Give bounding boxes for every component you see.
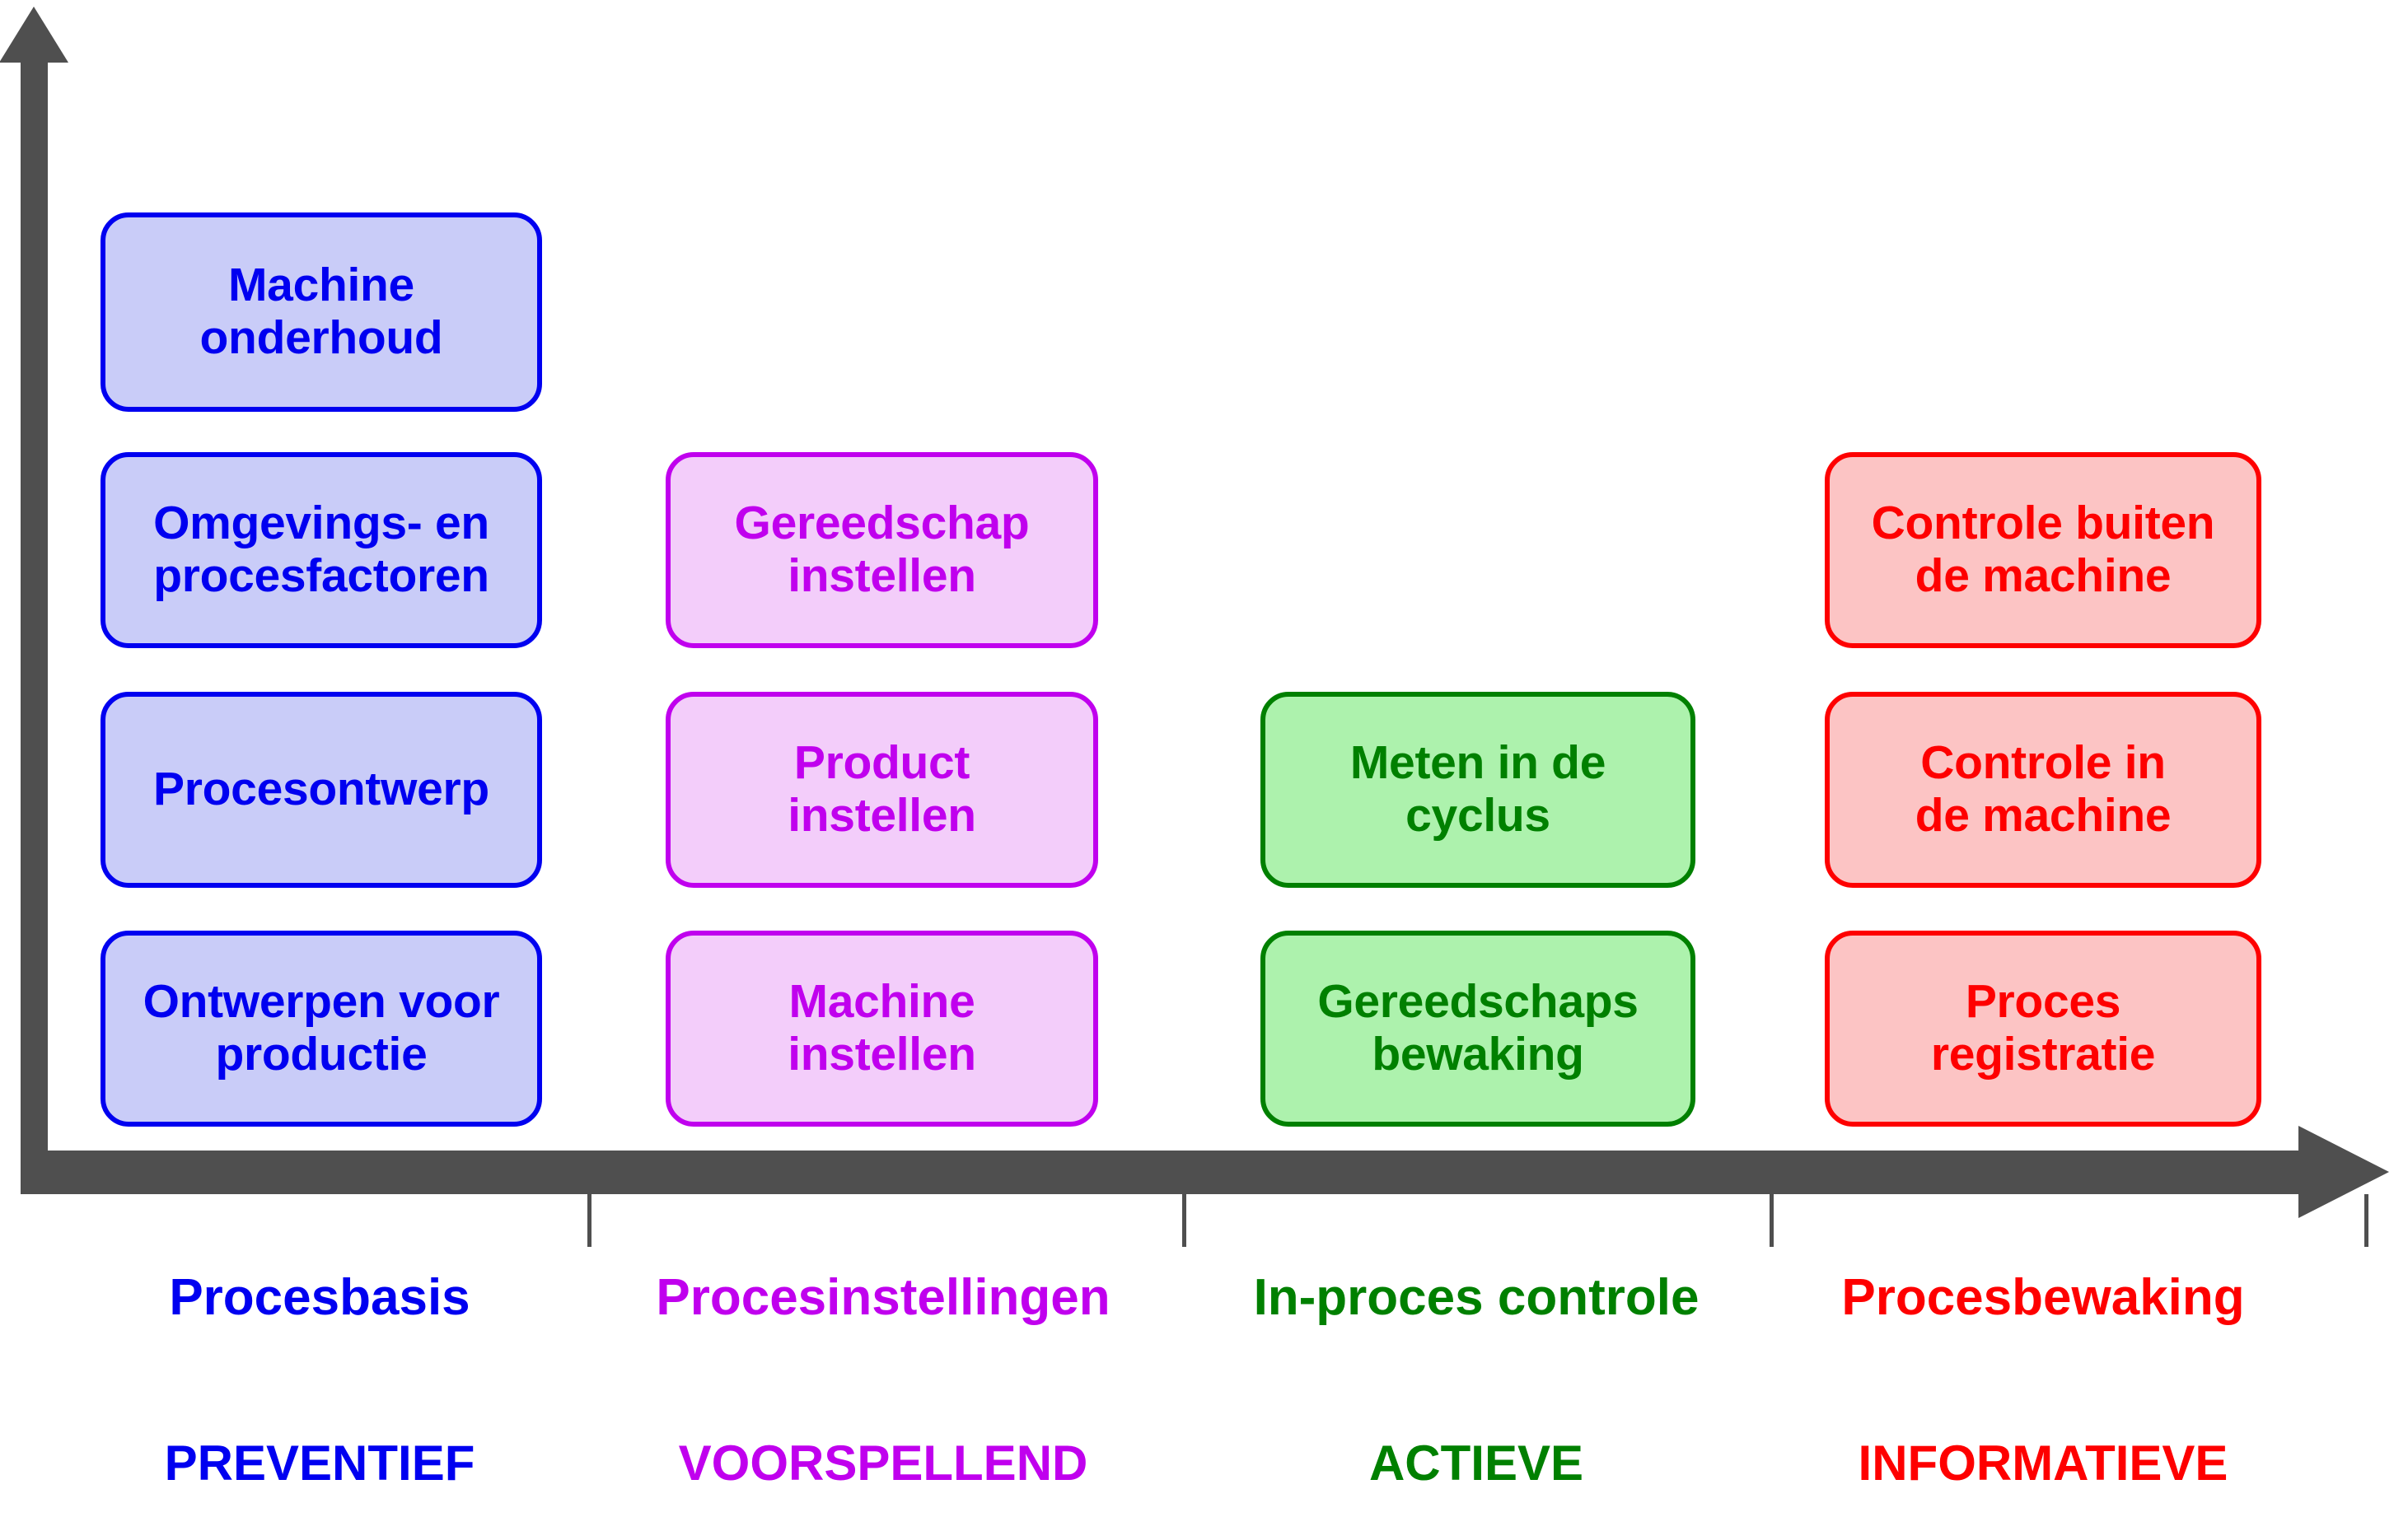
box-procesbasis-2[interactable]: Omgevings- en procesfactoren — [101, 452, 542, 648]
box-procesbewaking-2[interactable]: Controle buiten de machine — [1825, 452, 2261, 648]
axis-tick-3 — [1770, 1194, 1774, 1247]
box-procesbewaking-3[interactable]: Controle in de machine — [1825, 692, 2261, 888]
box-procesinstellingen-4[interactable]: Machine instellen — [666, 931, 1098, 1127]
axis-tick-4 — [2364, 1194, 2368, 1247]
category-label-procesbasis: Procesbasis — [169, 1269, 470, 1326]
box-in-proces-controle-4[interactable]: Gereedschaps bewaking — [1260, 931, 1695, 1127]
box-line-1: Meten in de — [1349, 736, 1606, 790]
box-line-2: de machine — [1915, 549, 2172, 602]
box-line-2: instellen — [788, 549, 976, 602]
box-line-2: registratie — [1930, 1028, 2156, 1081]
category-label-procesbewaking: Procesbewaking — [1841, 1269, 2245, 1326]
box-procesbasis-1[interactable]: Machine onderhoud — [101, 212, 542, 412]
box-line-1: Proces — [1965, 975, 2121, 1029]
box-line-2: bewaking — [1372, 1028, 1584, 1081]
box-procesbewaking-4[interactable]: Proces registratie — [1825, 931, 2261, 1127]
horizontal-axis — [21, 1151, 2319, 1194]
box-procesbasis-4[interactable]: Ontwerpen voor productie — [101, 931, 542, 1127]
box-line-2: onderhoud — [199, 311, 443, 364]
box-line-1: Gereedschaps — [1317, 975, 1639, 1029]
vertical-axis — [21, 59, 48, 1194]
box-line-1: Omgevings- en — [153, 497, 489, 550]
type-label-voorspellend: VOORSPELLEND — [678, 1435, 1088, 1491]
box-line-2: procesfactoren — [153, 549, 489, 602]
box-line-2: de machine — [1915, 789, 2172, 842]
category-label-in-proces-controle: In-proces controle — [1253, 1269, 1700, 1326]
box-line-1: Controle in — [1920, 736, 2166, 790]
box-line-1: Gereedschap — [734, 497, 1030, 550]
right-arrow-icon — [2298, 1126, 2389, 1218]
axis-tick-2 — [1182, 1194, 1186, 1247]
axis-tick-1 — [587, 1194, 591, 1247]
type-label-informatieve: INFORMATIEVE — [1858, 1435, 2228, 1491]
box-line-1: Controle buiten — [1871, 497, 2215, 550]
type-label-actieve: ACTIEVE — [1368, 1435, 1584, 1491]
box-line-1: Machine — [228, 259, 414, 312]
box-procesinstellingen-3[interactable]: Product instellen — [666, 692, 1098, 888]
box-line-1: Procesontwerp — [153, 763, 489, 816]
box-line-1: Product — [793, 736, 970, 790]
box-line-2: productie — [215, 1028, 428, 1081]
up-arrow-icon — [0, 7, 68, 63]
box-procesinstellingen-2[interactable]: Gereedschap instellen — [666, 452, 1098, 648]
box-line-1: Machine — [788, 975, 975, 1029]
box-line-2: instellen — [788, 789, 976, 842]
box-line-1: Ontwerpen voor — [143, 975, 500, 1029]
category-label-procesinstellingen: Procesinstellingen — [656, 1269, 1110, 1326]
box-line-2: instellen — [788, 1028, 976, 1081]
box-procesbasis-3[interactable]: Procesontwerp — [101, 692, 542, 888]
type-label-preventief: PREVENTIEF — [164, 1435, 475, 1491]
box-in-proces-controle-3[interactable]: Meten in de cyclus — [1260, 692, 1695, 888]
box-line-2: cyclus — [1405, 789, 1550, 842]
